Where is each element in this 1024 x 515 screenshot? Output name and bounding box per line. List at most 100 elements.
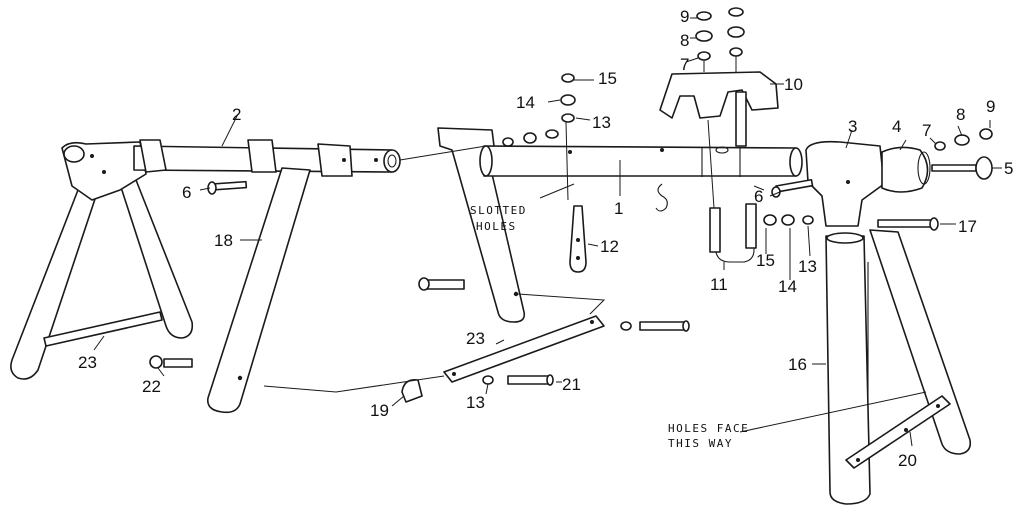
bolt-shank bbox=[423, 279, 465, 290]
label-part-2: 2 bbox=[232, 105, 241, 124]
washer-8 bbox=[727, 26, 745, 38]
bolt-head bbox=[418, 277, 430, 291]
part-17-bolt bbox=[877, 217, 939, 231]
part-1-main-tube bbox=[479, 145, 803, 177]
washer-7 bbox=[697, 51, 711, 61]
part-2-beam bbox=[133, 139, 401, 177]
washer-13 bbox=[802, 215, 814, 225]
hole bbox=[513, 291, 519, 297]
label-part-15-center: 15 bbox=[598, 69, 617, 88]
bolt-shank bbox=[211, 180, 248, 191]
handle-shaft bbox=[931, 164, 977, 172]
label-part-17: 17 bbox=[958, 217, 977, 236]
hole bbox=[846, 180, 850, 184]
note-slotted-holes-line2: HOLES bbox=[476, 220, 517, 233]
washer bbox=[502, 137, 514, 147]
knob-face bbox=[917, 151, 931, 185]
label-part-7-right: 7 bbox=[922, 121, 931, 140]
washer-7 bbox=[934, 141, 946, 151]
left-end-cap bbox=[63, 145, 85, 163]
label-part-1: 1 bbox=[614, 199, 623, 218]
washer-13 bbox=[482, 375, 494, 385]
left-crossbar bbox=[43, 311, 163, 347]
note-holes-face-line2: THIS WAY bbox=[668, 437, 733, 450]
right-rear-leg bbox=[869, 229, 972, 455]
hole bbox=[904, 428, 908, 432]
washer bbox=[545, 129, 559, 139]
bolt-shank bbox=[507, 375, 549, 385]
part-6-bolt-right bbox=[771, 178, 814, 198]
label-part-20: 20 bbox=[898, 451, 917, 470]
bracket bbox=[659, 71, 779, 119]
note-slotted-holes-line1: SLOTTED bbox=[470, 204, 527, 217]
label-part-23-lower: 23 bbox=[466, 329, 485, 348]
nut-15 bbox=[763, 214, 777, 226]
label-part-9-top: 9 bbox=[680, 7, 689, 26]
label-part-14-right: 14 bbox=[778, 277, 797, 296]
label-part-9-right: 9 bbox=[986, 97, 995, 116]
washer-7 bbox=[729, 47, 743, 57]
bolt-shank bbox=[163, 358, 193, 368]
label-part-13-lower: 13 bbox=[466, 393, 485, 412]
hole bbox=[90, 154, 94, 158]
label-part-19: 19 bbox=[370, 401, 389, 420]
part-16-leg bbox=[825, 235, 871, 505]
u-bolt-thread bbox=[709, 207, 721, 253]
note-holes-face-line1: HOLES FACE bbox=[668, 422, 749, 435]
label-part-13-right: 13 bbox=[798, 257, 817, 276]
label-part-4: 4 bbox=[892, 117, 901, 136]
part-number-labels: 1 2 3 4 5 6 6 7 7 8 8 9 9 10 11 12 13 13… bbox=[78, 7, 1013, 470]
part-23-brace bbox=[443, 315, 605, 383]
hole bbox=[936, 404, 940, 408]
assembly-notes: SLOTTED HOLES HOLES FACE THIS WAY bbox=[470, 204, 749, 450]
hole bbox=[576, 238, 580, 242]
label-part-5: 5 bbox=[1004, 159, 1013, 178]
label-part-14-center: 14 bbox=[516, 93, 535, 112]
nut-9 bbox=[696, 11, 712, 21]
washer bbox=[620, 321, 632, 331]
hardware-stack-knob bbox=[934, 128, 993, 151]
brace-bolt-upper bbox=[418, 277, 465, 291]
tube-opening bbox=[715, 146, 729, 154]
bolt-head bbox=[929, 217, 939, 231]
part-19-clip bbox=[401, 378, 423, 403]
washer-14 bbox=[781, 214, 795, 226]
beam-end bbox=[383, 149, 401, 173]
hole bbox=[576, 256, 580, 260]
chain-hook bbox=[655, 183, 668, 212]
nut-15 bbox=[561, 73, 575, 83]
part-20-crossbar bbox=[845, 395, 951, 469]
main-tube-end bbox=[789, 147, 803, 177]
part-21-bolt bbox=[482, 374, 554, 386]
main-tube bbox=[483, 145, 797, 177]
hole bbox=[568, 150, 572, 154]
leg-top-opening bbox=[826, 232, 864, 244]
washer-8 bbox=[954, 134, 970, 146]
label-part-7-top: 7 bbox=[680, 55, 689, 74]
bolt-head bbox=[682, 320, 690, 332]
beam-end-bore bbox=[387, 154, 397, 168]
beam-clamp bbox=[317, 143, 353, 177]
hardware-stack-right bbox=[763, 214, 814, 226]
label-part-21: 21 bbox=[562, 375, 581, 394]
label-part-3: 3 bbox=[848, 117, 857, 136]
hole bbox=[856, 458, 860, 462]
label-part-15-right: 15 bbox=[756, 251, 775, 270]
part-10-bracket bbox=[659, 71, 779, 147]
label-part-10: 10 bbox=[784, 75, 803, 94]
right-head-casting bbox=[805, 140, 885, 227]
part-11-u-bolt bbox=[713, 205, 755, 263]
part-4-knob bbox=[881, 146, 931, 193]
label-part-6-right: 6 bbox=[754, 187, 763, 206]
beam-clamp bbox=[139, 139, 167, 173]
hole bbox=[102, 170, 106, 174]
part-6-bolt-left bbox=[207, 180, 248, 195]
label-part-12: 12 bbox=[600, 237, 619, 256]
bracket-post bbox=[735, 91, 747, 147]
label-part-6-left: 6 bbox=[182, 183, 191, 202]
washer-13 bbox=[561, 113, 575, 123]
hardware-stack-top bbox=[695, 7, 745, 61]
hole bbox=[660, 148, 664, 152]
hole bbox=[237, 375, 243, 381]
